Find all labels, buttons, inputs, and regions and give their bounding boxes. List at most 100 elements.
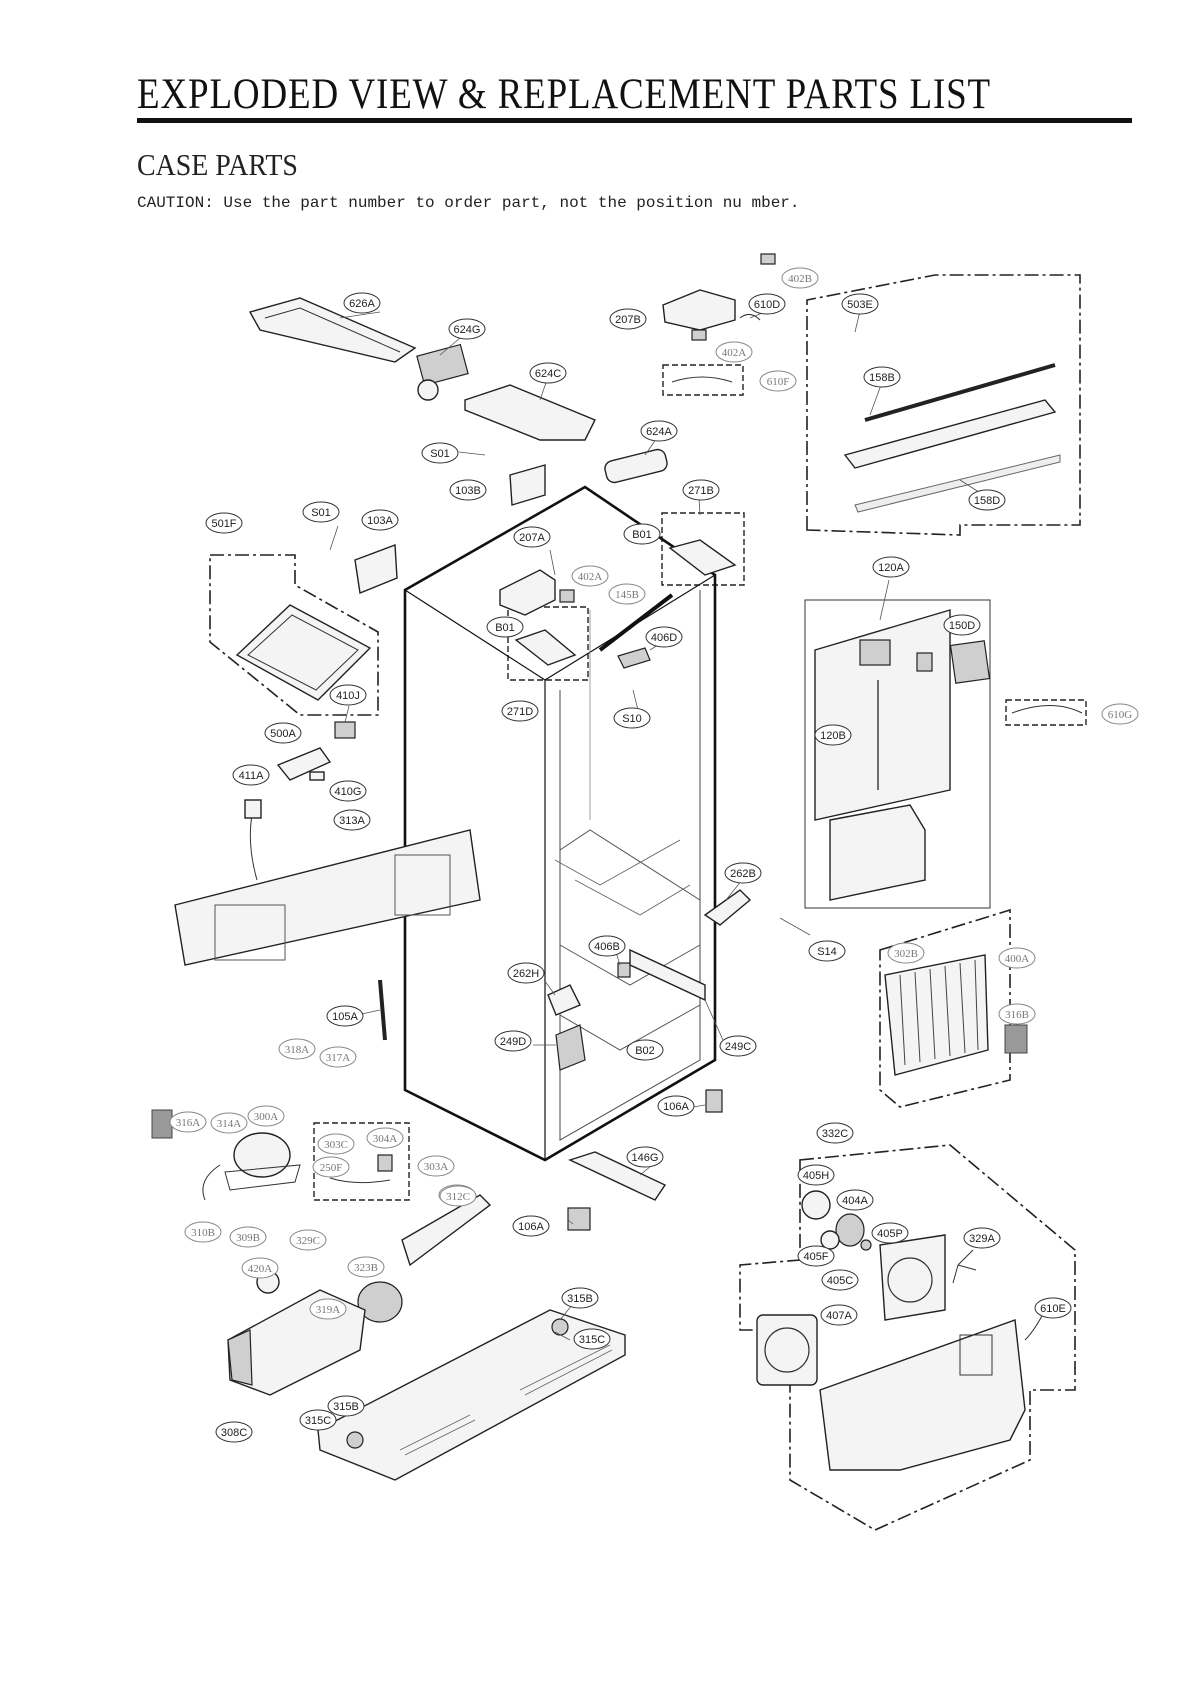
callout-bubble [561, 1287, 599, 1309]
callout-label: 120B [820, 730, 846, 742]
callout-bubble [657, 1095, 695, 1117]
callout-503e: 503E [841, 293, 879, 315]
callout-420a: 420A [241, 1257, 279, 1279]
part-405C [860, 1239, 872, 1251]
callout-332c: 332C [816, 1122, 854, 1144]
callout-158d: 158D [968, 489, 1006, 511]
callout-bubble [247, 1105, 285, 1127]
callout-label: 405H [803, 1170, 829, 1182]
part-624A [604, 448, 668, 484]
callout-s10: S10 [613, 707, 651, 729]
part-402A-mid [559, 589, 575, 603]
callout-label: S01 [311, 507, 331, 519]
callout-316a: 316A [169, 1111, 207, 1133]
callout-bubble [781, 267, 819, 289]
part-323B [357, 1281, 403, 1323]
callout-bubble [871, 1222, 909, 1244]
callout-610d: 610D [748, 293, 786, 315]
callout-label: 106A [663, 1101, 689, 1113]
callout-bubble [887, 942, 925, 964]
part-evap-cover [819, 1319, 1026, 1471]
title-rule [137, 118, 1132, 123]
callout-402b: 402B [781, 267, 819, 289]
group-271D [507, 606, 589, 681]
callout-label: 308C [221, 1427, 247, 1439]
callout-146g: 146G [626, 1146, 664, 1168]
callout-label: 315B [333, 1401, 359, 1413]
callout-label: S14 [817, 946, 837, 958]
part-120A [814, 609, 951, 821]
part-500A [276, 747, 332, 781]
callout-bubble [329, 684, 367, 706]
callout-bubble [241, 1257, 279, 1279]
part-249D [555, 1024, 586, 1071]
caution-note: CAUTION: Use the part number to order pa… [137, 194, 800, 212]
callout-300a: 300A [247, 1105, 285, 1127]
part-271B [668, 539, 737, 576]
callout-624c: 624C [529, 362, 567, 384]
callout-label: 332C [822, 1128, 848, 1140]
part-103B [509, 464, 546, 506]
callout-bubble [501, 700, 539, 722]
callout-406b: 406B [588, 935, 626, 957]
callout-249c: 249C [719, 1035, 757, 1057]
callout-bubble [573, 1328, 611, 1350]
callout-314a: 314A [210, 1112, 248, 1134]
part-405F [820, 1230, 840, 1250]
callout-310b: 310B [184, 1221, 222, 1243]
callout-label: 404A [842, 1195, 868, 1207]
callout-b01: B01 [623, 523, 661, 545]
callout-406d: 406D [645, 626, 683, 648]
callout-label: S01 [430, 448, 450, 460]
callout-bubble [998, 947, 1036, 969]
callout-bubble [998, 1003, 1036, 1025]
callout-label: 145B [615, 589, 639, 601]
callout-bubble [299, 1409, 337, 1431]
callout-label: 329A [969, 1233, 995, 1245]
part-310B [202, 1164, 221, 1201]
callout-label: 402A [578, 571, 603, 583]
callout-bubble [302, 501, 340, 523]
callout-bubble [797, 1245, 835, 1267]
part-271D [514, 629, 577, 666]
callout-bubble [571, 565, 609, 587]
callout-262b: 262B [724, 862, 762, 884]
callout-610f: 610F [759, 370, 797, 392]
callout-bubble [417, 1155, 455, 1177]
part-410J [334, 721, 356, 739]
part-405H [801, 1190, 831, 1220]
callout-label: 624G [454, 324, 481, 336]
callout-label: 501F [211, 518, 236, 530]
callout-label: 410J [336, 690, 360, 702]
callout-bubble [317, 1133, 355, 1155]
group-302B [879, 908, 1011, 1108]
callout-label: 103B [455, 485, 481, 497]
callout-label: 411A [239, 770, 265, 782]
callout-bubble [748, 293, 786, 315]
callout-303a: 303A [417, 1155, 455, 1177]
callout-304a: 304A [366, 1127, 404, 1149]
part-106A-lower [567, 1207, 591, 1231]
callout-bubble [759, 370, 797, 392]
callout-bubble [184, 1221, 222, 1243]
callout-bubble [863, 366, 901, 388]
callout-bubble [278, 1038, 316, 1060]
callout-label: 500A [270, 728, 296, 740]
callout-405h: 405H [797, 1164, 835, 1186]
callout-302b: 302B [887, 942, 925, 964]
callout-label: 323B [354, 1262, 378, 1274]
callout-bubble [343, 292, 381, 314]
callout-label: B02 [635, 1045, 655, 1057]
callout-label: 610D [754, 299, 780, 311]
part-207B [662, 289, 736, 331]
callout-318a: 318A [278, 1038, 316, 1060]
callout-500a: 500A [264, 722, 302, 744]
part-316A [151, 1109, 173, 1139]
callout-label: 150D [949, 620, 975, 632]
callout-317a: 317A [319, 1046, 357, 1068]
callout-label: 402B [788, 273, 812, 285]
callout-bubble [486, 616, 524, 638]
part-207A [499, 569, 556, 616]
callout-label: 406D [651, 632, 677, 644]
callout-label: 207B [615, 314, 641, 326]
